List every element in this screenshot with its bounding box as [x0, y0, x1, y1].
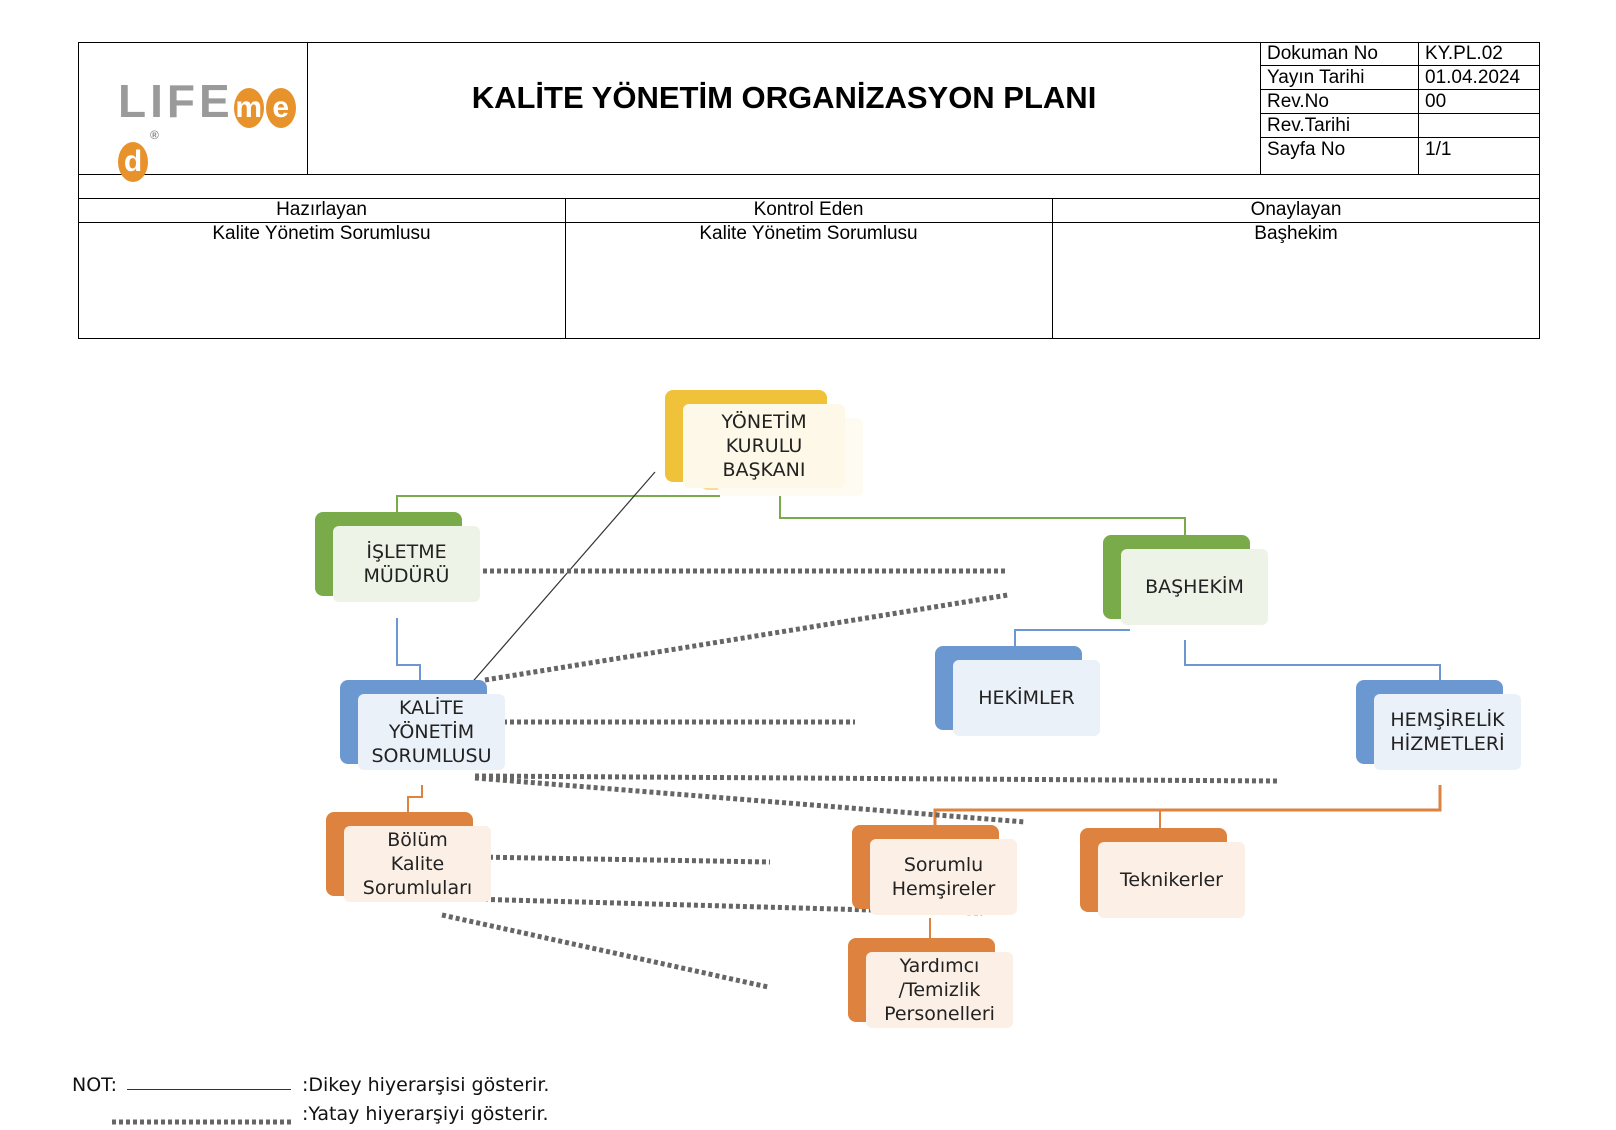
- document-title: KALİTE YÖNETİM ORGANİZASYON PLANI: [471, 80, 1097, 115]
- header-divider: [1260, 42, 1261, 174]
- connector-diagonal: [454, 471, 656, 703]
- note-horizontal: :Yatay hiyerarşiyi gösterir.: [302, 1103, 549, 1125]
- logo-letter: d: [118, 142, 148, 182]
- connector-vertical: [1014, 629, 1130, 646]
- connector-horizontal: [469, 896, 983, 916]
- node-label: HEKİMLER: [953, 660, 1100, 736]
- node-hekimler: HEKİMLER: [935, 646, 1100, 736]
- header-divider: [1260, 65, 1540, 66]
- header-divider: [1260, 113, 1540, 114]
- header-divider: [307, 42, 308, 174]
- note-label: NOT:: [72, 1074, 118, 1096]
- signature-role: Kalite Yönetim Sorumlusu: [699, 223, 918, 244]
- header-divider: [565, 198, 566, 339]
- node-label: YÖNETİM KURULU BAŞKANI: [683, 404, 845, 488]
- connector-vertical: [396, 495, 720, 512]
- connector-horizontal: [441, 912, 769, 990]
- legend-dotted-line: [112, 1119, 292, 1125]
- connector-horizontal: [484, 592, 1009, 683]
- node-yonetim-kurulu: YÖNETİM KURULU BAŞKANI: [665, 390, 845, 488]
- header-divider: [78, 174, 1540, 175]
- header-divider: [1260, 89, 1540, 90]
- node-label: Yardımcı /Temizlik Personelleri: [866, 952, 1013, 1028]
- signature-role: Kalite Yönetim Sorumlusu: [212, 223, 431, 244]
- node-label: İŞLETME MÜDÜRÜ: [333, 526, 480, 602]
- connector-vertical: [396, 618, 421, 680]
- header-divider: [78, 222, 1540, 223]
- legend-solid-line: [127, 1089, 291, 1090]
- node-isletme-muduru: İŞLETME MÜDÜRÜ: [315, 512, 480, 602]
- meta-label: Dokuman No: [1267, 43, 1378, 64]
- meta-label: Rev.No: [1267, 91, 1329, 112]
- meta-value: 01.04.2024: [1425, 67, 1521, 88]
- signature-heading: Hazırlayan: [276, 199, 367, 220]
- connector-vertical: [933, 785, 1442, 825]
- header-divider: [78, 198, 1540, 199]
- logo-letter: m: [233, 88, 264, 128]
- connector-vertical: [407, 785, 423, 812]
- node-label: KALİTE YÖNETİM SORUMLUSU: [358, 694, 505, 770]
- node-label: BAŞHEKİM: [1121, 549, 1268, 625]
- signature-heading: Kontrol Eden: [753, 199, 864, 220]
- node-bashekim: BAŞHEKİM: [1103, 535, 1268, 625]
- node-label: Sorumlu Hemşireler: [870, 839, 1017, 915]
- node-teknikerler: Teknikerler: [1080, 828, 1245, 918]
- logo-registered: ®: [150, 128, 159, 142]
- signature-heading: Onaylayan: [1250, 199, 1342, 220]
- connector-horizontal: [474, 773, 1279, 784]
- document-header: [78, 42, 1540, 339]
- note-vertical: :Dikey hiyerarşisi gösterir.: [302, 1074, 550, 1096]
- header-divider: [1052, 198, 1053, 339]
- connector-horizontal: [474, 854, 771, 865]
- logo-letter: e: [265, 88, 296, 128]
- meta-label: Rev.Tarihi: [1267, 115, 1351, 136]
- meta-value: KY.PL.02: [1425, 43, 1503, 64]
- node-label: Bölüm Kalite Sorumluları: [344, 826, 491, 902]
- header-divider: [1418, 42, 1419, 174]
- connector-horizontal: [474, 775, 1026, 825]
- node-label: HEMŞİRELİK HİZMETLERİ: [1374, 694, 1521, 770]
- meta-label: Sayfa No: [1267, 139, 1346, 160]
- meta-value: 00: [1425, 91, 1447, 112]
- node-label: Teknikerler: [1098, 842, 1245, 918]
- node-kalite-yonetim: KALİTE YÖNETİM SORUMLUSU: [340, 680, 505, 770]
- node-bolum-kalite: Bölüm Kalite Sorumluları: [326, 812, 491, 902]
- logo-text-life: LIFE: [118, 75, 234, 127]
- node-hemsirelik: HEMŞİRELİK HİZMETLERİ: [1356, 680, 1521, 770]
- connector-vertical: [1184, 640, 1441, 680]
- connector-vertical: [779, 496, 1186, 535]
- meta-label: Yayın Tarihi: [1267, 67, 1365, 88]
- meta-value: 1/1: [1425, 139, 1452, 160]
- signature-role: Başhekim: [1254, 223, 1338, 244]
- node-yardimci-temizlik: Yardımcı /Temizlik Personelleri: [848, 938, 1013, 1028]
- node-sorumlu-hemsireler: Sorumlu Hemşireler: [852, 825, 1017, 915]
- header-divider: [1260, 137, 1540, 138]
